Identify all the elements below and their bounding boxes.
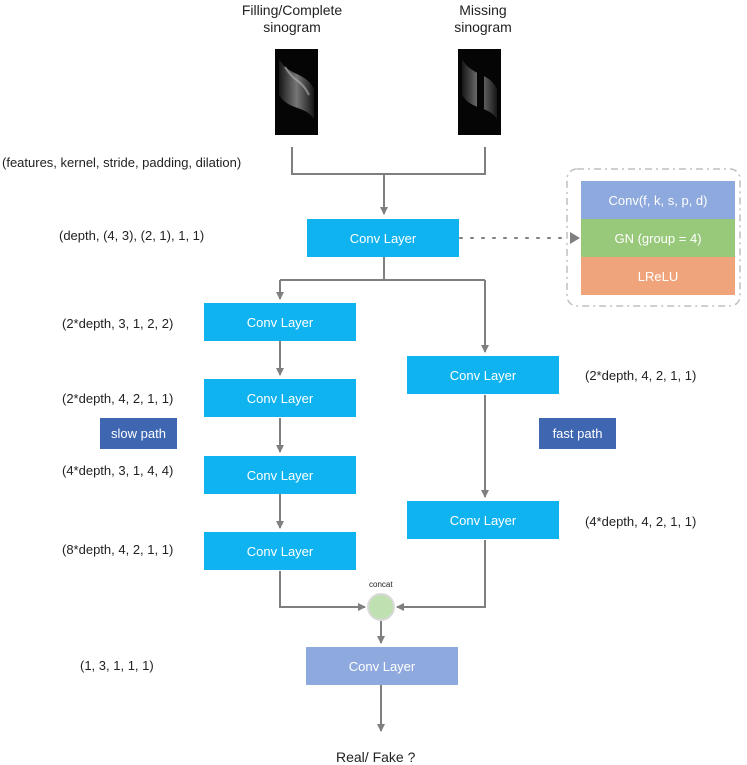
slow-conv-params-3: (4*depth, 3, 1, 4, 4) — [62, 463, 174, 478]
fast-conv-layer-2: Conv Layer — [407, 501, 559, 539]
final-conv-layer: Conv Layer — [306, 647, 458, 685]
input-merge-line — [291, 147, 486, 175]
shared-conv-layer: Conv Layer — [307, 219, 459, 257]
slow-conv-layer-2: Conv Layer — [204, 379, 356, 417]
filling-sinogram-title: Filling/Complete sinogram — [241, 2, 343, 35]
legend-conv: Conv(f, k, s, p, d) — [581, 181, 735, 219]
slow-conv-layer-3: Conv Layer — [204, 456, 356, 494]
slow-conv-params-2: (2*depth, 4, 2, 1, 1) — [62, 391, 174, 406]
concat-label: concat — [369, 580, 393, 589]
fast-path-label: fast path — [539, 418, 616, 449]
fast-to-concat — [396, 540, 486, 611]
shared-conv-params: (depth, (4, 3), (2, 1), 1, 1) — [59, 228, 205, 243]
slow-path-label: slow path — [100, 418, 177, 449]
final-conv-params: (1, 3, 1, 1, 1) — [80, 658, 154, 673]
slow-conv-params-4: (8*depth, 4, 2, 1, 1) — [62, 542, 174, 557]
legend-lrelu: LReLU — [581, 257, 735, 295]
concat-node — [367, 593, 395, 621]
missing-sinogram-image — [458, 49, 501, 135]
missing-sinogram-title: Missing sinogram — [454, 2, 512, 35]
legend-group-norm: GN (group = 4) — [581, 219, 735, 257]
detail-frame — [566, 168, 741, 307]
parameter-legend-header: (features, kernel, stride, padding, dila… — [2, 155, 242, 170]
fast-conv-params-2: (4*depth, 4, 2, 1, 1) — [585, 514, 697, 529]
fast-conv-layer-1: Conv Layer — [407, 356, 559, 394]
slow-conv-layer-4: Conv Layer — [204, 532, 356, 570]
slow-conv-params-1: (2*depth, 3, 1, 2, 2) — [62, 316, 174, 331]
slow-conv-layer-1: Conv Layer — [204, 303, 356, 341]
fast-conv-params-1: (2*depth, 4, 2, 1, 1) — [585, 368, 697, 383]
output-label: Real/ Fake ? — [336, 749, 416, 765]
slow-to-concat — [279, 571, 366, 611]
filling-sinogram-image — [275, 49, 318, 135]
